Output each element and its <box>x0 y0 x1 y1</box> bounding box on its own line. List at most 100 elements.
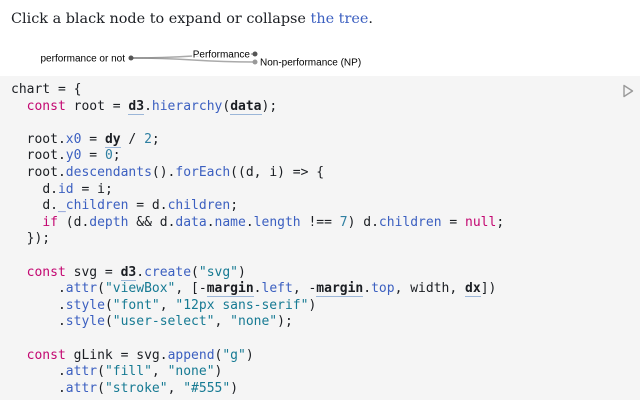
tree-node-root-label: performance or not <box>41 54 126 65</box>
code-token: "12px sans-serif" <box>175 297 309 313</box>
code-token: create <box>144 264 192 280</box>
collapsible-tree: performance or not Performance Non-perfo… <box>39 48 363 70</box>
code-line: d.id = i; <box>11 182 504 199</box>
code-token: = <box>73 181 98 197</box>
code-token: , <box>394 281 411 297</box>
code-token: !== <box>300 214 340 230</box>
code-token: const <box>26 347 66 363</box>
code-token: forEach <box>175 164 231 180</box>
code-token: ; <box>496 214 505 230</box>
code-token: const <box>26 264 66 280</box>
code-reference[interactable]: margin <box>206 281 254 298</box>
code-token: null <box>465 214 497 230</box>
code-token: "stroke" <box>104 380 168 396</box>
code-token: width <box>410 281 450 297</box>
code-token: ( <box>97 364 105 380</box>
code-token: , [- <box>175 281 207 297</box>
code-line <box>11 115 504 132</box>
code-token: 0 <box>104 148 113 164</box>
code-token: "viewBox" <box>104 281 176 297</box>
code-line: root.descendants().forEach((d, i) => { <box>11 165 504 182</box>
intro-text-before: Click a black node to expand or collapse <box>11 11 311 27</box>
code-token: . <box>136 264 145 280</box>
code-token: . <box>206 214 215 230</box>
code-token: chart <box>11 82 51 97</box>
code-reference[interactable]: data <box>230 98 262 115</box>
code-token: , <box>151 364 168 380</box>
code-token: ) <box>245 347 254 363</box>
code-token: ) <box>308 297 317 313</box>
tree-node-performance-dot[interactable] <box>252 51 258 57</box>
code-editor[interactable]: chart = { const root = d3.hierarchy(data… <box>11 82 504 397</box>
code-token: . <box>50 181 58 197</box>
code-token: ; <box>112 148 121 164</box>
tree-node-performance[interactable]: Performance <box>191 48 258 62</box>
code-token: ( <box>57 214 74 230</box>
code-token: d <box>73 214 82 230</box>
code-token <box>11 99 27 114</box>
code-token: ); <box>277 314 293 330</box>
code-token: ( <box>222 98 231 114</box>
code-line: root.x0 = dy / 2; <box>11 131 504 149</box>
tree-node-root-dot[interactable] <box>128 55 134 61</box>
code-token: i <box>269 164 278 180</box>
code-reference[interactable]: dy <box>104 131 121 148</box>
code-line: .attr("stroke", "#555") <box>11 381 504 398</box>
tree-node-root[interactable]: performance or not <box>39 52 134 66</box>
code-line: if (d.depth && d.data.name.length !== 7)… <box>11 215 504 232</box>
code-token: = <box>112 347 137 363</box>
code-token: ) => { <box>277 164 325 180</box>
code-token: . <box>167 214 176 230</box>
run-play-icon[interactable] <box>622 84 634 98</box>
code-token: , - <box>292 281 317 297</box>
code-token: ( <box>97 281 105 297</box>
code-token: const <box>26 98 66 114</box>
code-token <box>11 165 27 180</box>
code-token: . <box>11 297 66 313</box>
code-token: = { <box>50 82 82 97</box>
code-token: . <box>363 281 372 297</box>
code-token <box>11 265 27 280</box>
code-token: ; <box>104 181 113 197</box>
tree-node-nonperformance-dot <box>252 59 258 65</box>
code-reference[interactable]: dx <box>465 281 481 298</box>
code-token: ); <box>261 98 278 114</box>
code-token: d <box>245 164 254 180</box>
code-cell[interactable]: chart = { const root = d3.hierarchy(data… <box>0 76 640 400</box>
code-reference[interactable]: margin <box>316 281 364 298</box>
code-token: "#555" <box>183 380 231 396</box>
intro-text: Click a black node to expand or collapse… <box>11 11 373 27</box>
code-token: , <box>214 314 231 330</box>
code-token: children <box>167 198 231 214</box>
code-token: "none" <box>167 364 215 380</box>
code-token: ) <box>214 364 223 380</box>
tree-links <box>130 53 256 63</box>
code-token: attr <box>65 380 98 396</box>
code-token: root <box>73 98 105 114</box>
tree-link[interactable]: the tree <box>310 11 369 27</box>
code-token: "none" <box>230 314 278 330</box>
code-token: . <box>57 131 66 147</box>
code-token: append <box>167 347 215 363</box>
code-token: hierarchy <box>151 98 223 114</box>
code-token: ]) <box>480 281 497 297</box>
code-token: length <box>253 214 301 230</box>
code-token: . <box>253 281 262 297</box>
tree-node-nonperformance: Non-performance (NP) <box>252 56 363 70</box>
code-token: = <box>128 198 152 214</box>
code-token: "user-select" <box>112 314 215 330</box>
code-token: && <box>128 214 160 230</box>
code-token: "svg" <box>198 264 239 280</box>
code-token: style <box>65 297 105 313</box>
code-token: root <box>26 148 58 164</box>
code-token: = <box>81 148 105 164</box>
code-token: }); <box>11 231 51 247</box>
code-line: const svg = d3.create("svg") <box>11 264 504 282</box>
code-reference[interactable]: d3 <box>128 98 145 115</box>
code-token: . <box>50 198 58 214</box>
code-line: const gLink = svg.append("g") <box>11 348 504 365</box>
code-token: d <box>159 214 168 230</box>
code-reference[interactable]: d3 <box>120 264 137 281</box>
code-token: ( <box>97 380 105 396</box>
code-token: . <box>159 347 168 363</box>
